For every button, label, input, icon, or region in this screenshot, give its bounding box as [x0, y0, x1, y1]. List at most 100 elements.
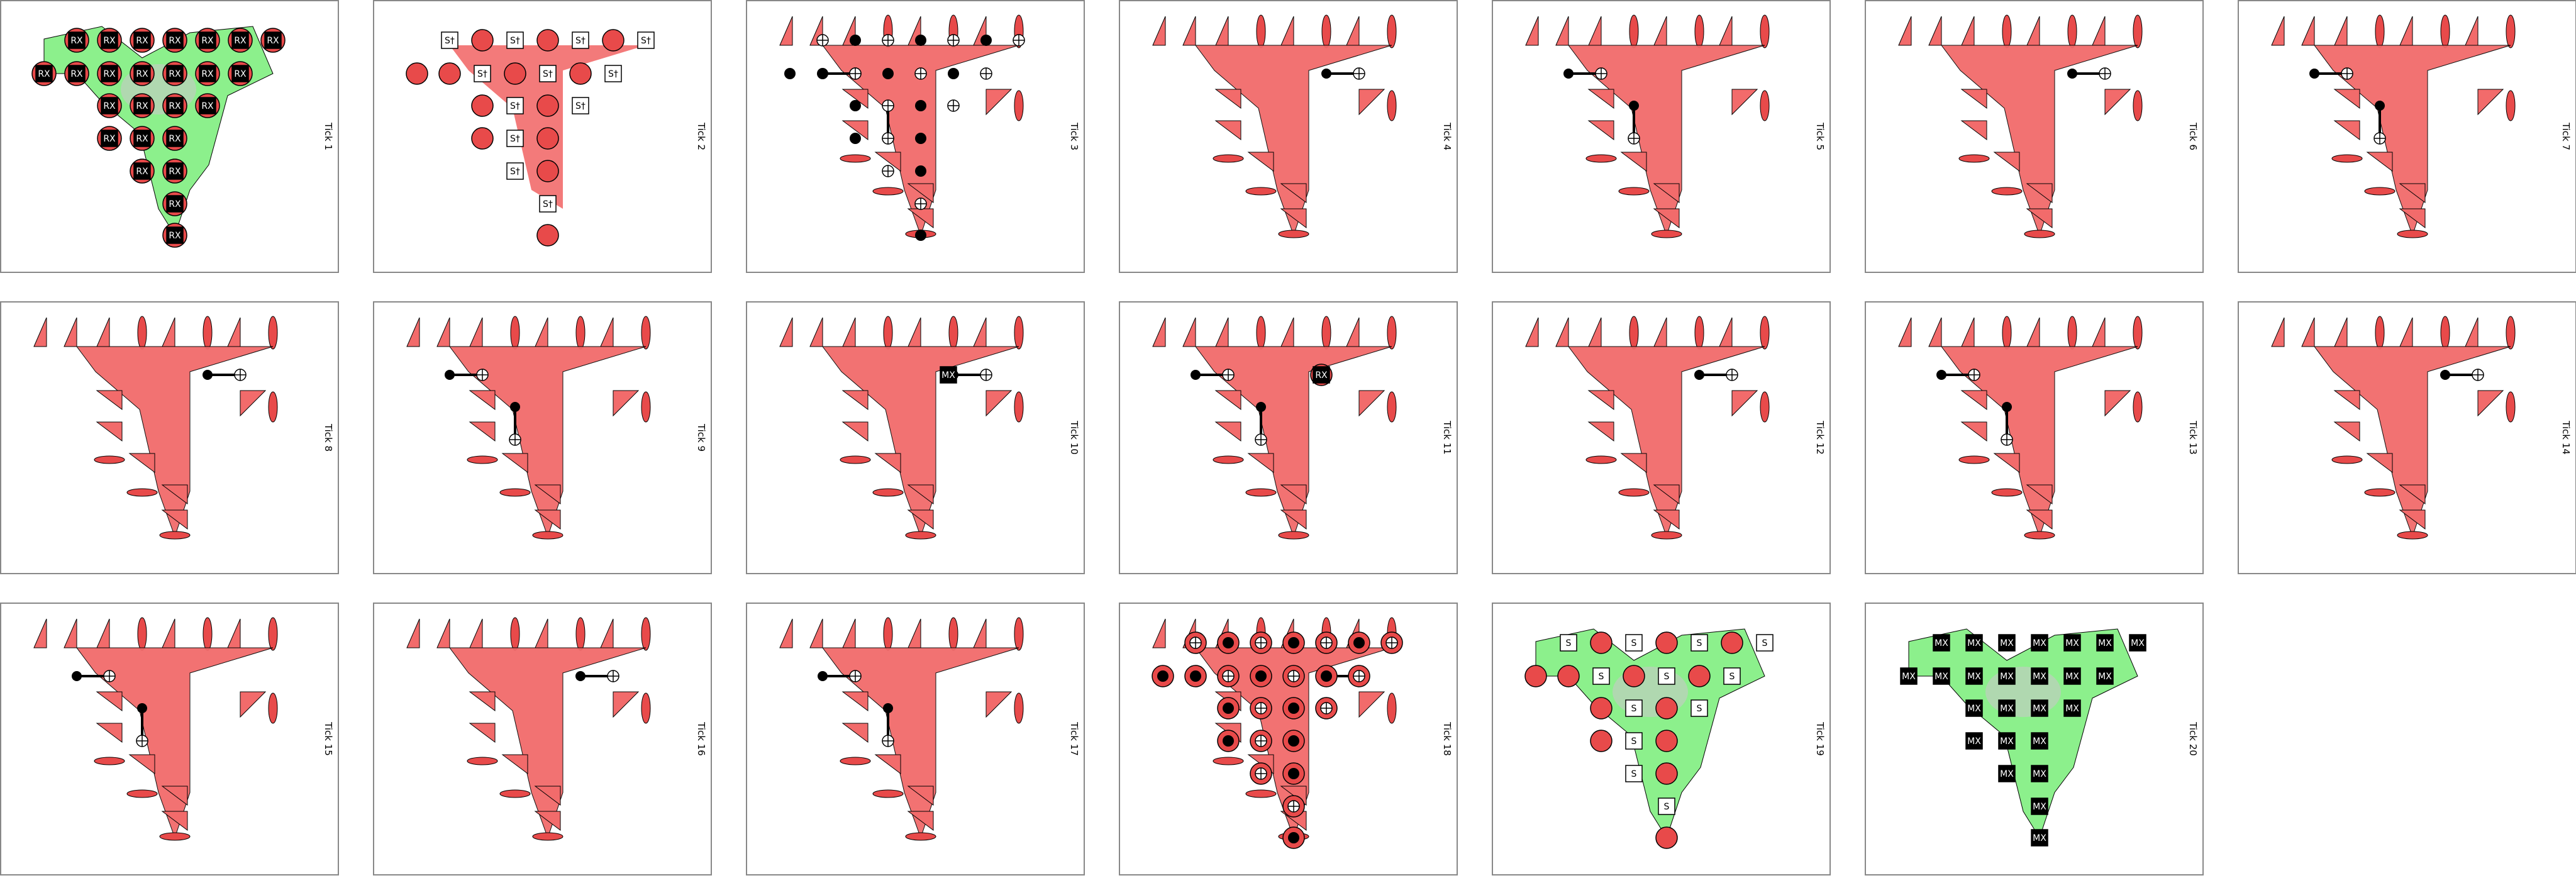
- red-lens: [2331, 154, 2363, 163]
- red-lens: [2375, 14, 2385, 48]
- svg-text:MX: MX: [2033, 769, 2046, 779]
- mx-gate: MX: [2063, 699, 2081, 717]
- mx-gate: MX: [2031, 732, 2048, 750]
- red-wedge: [1346, 16, 1360, 46]
- red-wedge: [985, 390, 1013, 417]
- red-wedge: [2399, 16, 2413, 46]
- mx-gate: MX: [1933, 634, 1950, 652]
- target-oplus: [103, 670, 116, 682]
- red-wedge: [1653, 317, 1667, 347]
- control-dot: [948, 68, 959, 79]
- red-wedge: [1928, 317, 1942, 347]
- svg-text:MX: MX: [2033, 672, 2046, 682]
- tick-label-text: Tick 19: [1814, 722, 1826, 756]
- control-dot: [980, 35, 992, 46]
- red-wedge: [534, 484, 561, 504]
- target-oplus: [849, 67, 862, 80]
- red-lens: [2067, 14, 2077, 48]
- red-wedge: [161, 811, 188, 831]
- rx-gate: RX: [231, 31, 249, 49]
- red-wedge: [1620, 453, 1647, 473]
- svg-text:S: S: [1762, 638, 1768, 648]
- red-lens: [2133, 14, 2143, 48]
- mx-gate: MX: [2096, 667, 2114, 685]
- red-lens: [510, 617, 520, 651]
- control-dot: [1223, 637, 1234, 648]
- svg-text:S: S: [1631, 704, 1637, 714]
- red-lens: [1256, 316, 1266, 350]
- red-qubit: [471, 29, 494, 52]
- red-lens: [1694, 316, 1704, 350]
- red-lens: [532, 531, 564, 540]
- svg-text:RX: RX: [38, 69, 50, 79]
- red-wedge: [841, 723, 869, 743]
- mx-gate: MX: [2063, 634, 2081, 652]
- red-wedge: [1152, 317, 1166, 347]
- red-lens: [532, 832, 564, 841]
- target-oplus: [1595, 67, 1607, 80]
- red-lens: [840, 757, 871, 765]
- red-wedge: [841, 390, 869, 410]
- control-dot: [915, 165, 926, 177]
- control-dot: [2067, 69, 2077, 79]
- red-wedge: [2301, 317, 2315, 347]
- red-qubit: [536, 127, 559, 150]
- tick-panel: Tick 18: [1119, 603, 1458, 875]
- red-wedge: [1731, 89, 1758, 116]
- svg-text:RX: RX: [1315, 370, 1328, 381]
- red-wedge: [128, 754, 155, 774]
- control-dot: [883, 703, 893, 713]
- target-oplus: [1255, 767, 1267, 780]
- svg-text:S: S: [1631, 638, 1637, 648]
- red-lens: [203, 617, 213, 651]
- red-lens: [1387, 14, 1397, 48]
- red-wedge: [227, 317, 241, 347]
- tick-label-text: Tick 7: [2560, 122, 2572, 151]
- red-wedge: [907, 183, 934, 203]
- control-dot: [1353, 637, 1365, 648]
- red-wedge: [535, 317, 548, 347]
- mx-gate: MX: [1933, 667, 1950, 685]
- red-lens: [2440, 14, 2450, 48]
- red-wedge: [161, 484, 188, 504]
- svg-text:RX: RX: [136, 36, 148, 46]
- mx-gate: MX: [1965, 732, 1983, 750]
- target-oplus: [882, 34, 894, 47]
- tick-label-text: Tick 14: [2560, 421, 2572, 455]
- control-dot: [1288, 637, 1299, 648]
- svg-text:MX: MX: [1935, 672, 1948, 682]
- red-wedge: [907, 786, 934, 806]
- red-wedge: [779, 317, 793, 347]
- svg-text:MX: MX: [2098, 672, 2112, 682]
- red-wedge: [1898, 16, 1912, 46]
- red-lens: [1618, 488, 1650, 497]
- svg-text:RX: RX: [169, 231, 181, 241]
- red-lens: [2440, 316, 2450, 350]
- control-dot: [72, 671, 82, 681]
- svg-text:S†: S†: [641, 36, 651, 46]
- svg-text:S†: S†: [510, 167, 520, 177]
- red-wedge: [2465, 317, 2479, 347]
- tick-panel: Tick 12: [1492, 301, 1831, 574]
- red-wedge: [1653, 509, 1680, 530]
- mx-gate: MX: [1965, 667, 1983, 685]
- red-wedge: [96, 390, 123, 410]
- red-wedge: [535, 618, 548, 648]
- red-lens: [948, 316, 958, 350]
- red-lens: [1213, 154, 1244, 163]
- rx-gate: RX: [68, 65, 86, 82]
- svg-text:RX: RX: [234, 69, 247, 79]
- red-lens: [2024, 531, 2055, 540]
- svg-text:MX: MX: [2033, 736, 2046, 747]
- red-lens: [575, 316, 586, 350]
- target-oplus: [1255, 636, 1267, 649]
- red-lens: [1387, 692, 1397, 724]
- red-wedge: [842, 618, 856, 648]
- s-gate: S: [1625, 634, 1643, 652]
- red-wedge: [1280, 484, 1307, 504]
- red-wedge: [2104, 89, 2131, 116]
- mx-gate: MX: [2031, 634, 2048, 652]
- red-wedge: [841, 691, 869, 711]
- red-wedge: [2026, 317, 2040, 347]
- svg-text:MX: MX: [2033, 638, 2046, 648]
